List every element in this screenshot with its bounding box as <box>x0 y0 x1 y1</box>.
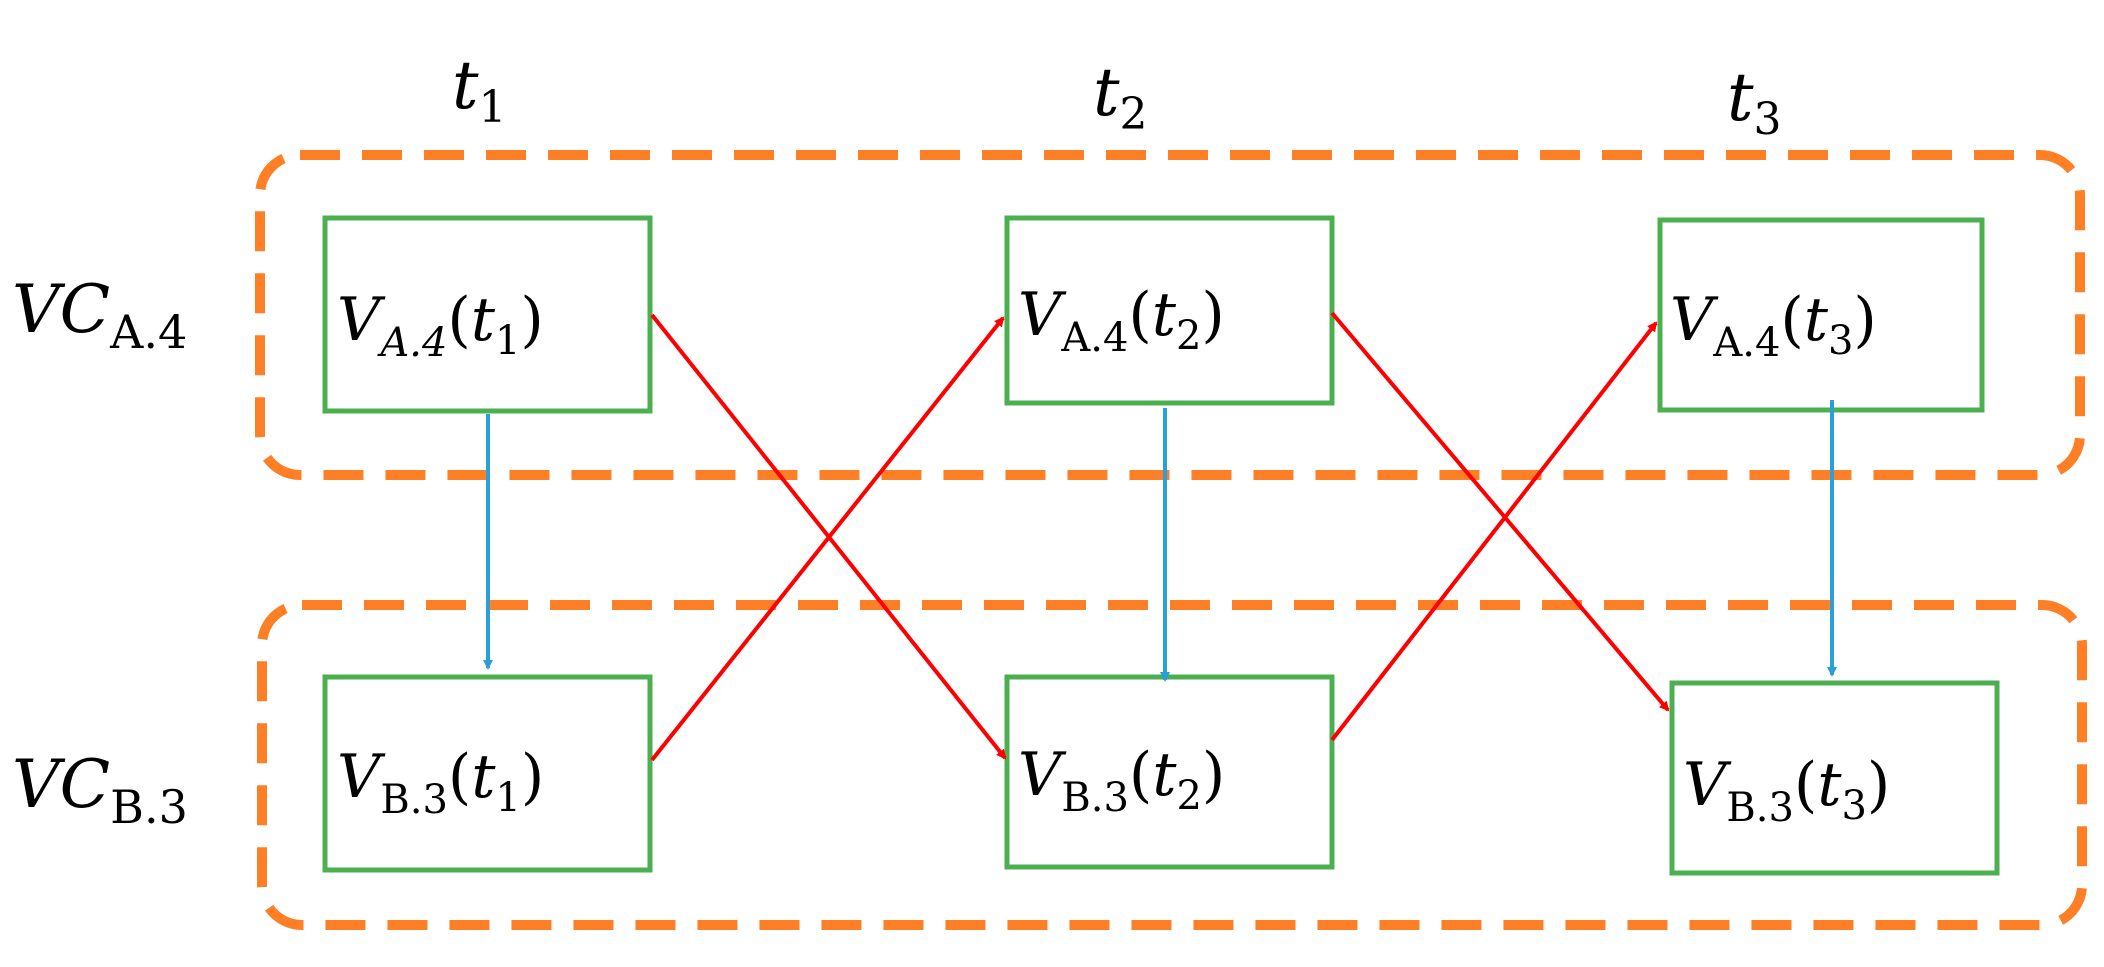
node-box-vb3-t1 <box>322 674 653 873</box>
node-box-vb3-t3 <box>1669 680 2000 876</box>
node-label-va4-t3: VA.4(t3) <box>1670 285 1877 366</box>
node-label-va4-t1: VA.4(t1) <box>337 285 544 366</box>
arrow-vb3-t2-to-va4-t3 <box>1330 321 1658 742</box>
node-label-vb3-t2: VB.3(t2) <box>1018 740 1225 821</box>
group-box-a4 <box>255 150 2085 480</box>
node-box-va4-t2 <box>1004 215 1335 406</box>
node-box-va4-t3 <box>1657 217 1985 413</box>
group-label-vc-a4: VCA.4 <box>12 271 187 359</box>
column-header-t1: t1 <box>452 47 507 133</box>
arrow-vb3-t1-to-va4-t2 <box>650 316 1005 762</box>
node-label-va4-t2: VA.4(t2) <box>1018 280 1225 361</box>
column-header-t3: t3 <box>1727 59 1782 145</box>
group-label-vc-b3: VCB.3 <box>12 746 188 834</box>
arrow-va4-t2-to-vb3-t3 <box>1330 311 1670 712</box>
column-header-t2: t2 <box>1093 54 1148 140</box>
node-label-vb3-t3: VB.3(t3) <box>1683 750 1890 831</box>
group-box-b3 <box>257 600 2087 930</box>
node-box-va4-t1 <box>322 215 653 414</box>
node-label-vb3-t1: VB.3(t1) <box>337 742 544 823</box>
